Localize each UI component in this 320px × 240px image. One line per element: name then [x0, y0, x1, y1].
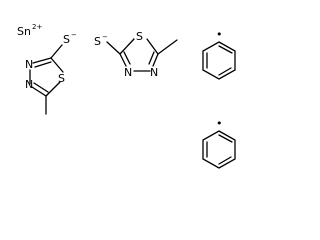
bond-n-c [31, 86, 47, 97]
tin-charge: 2+ [32, 23, 42, 31]
bond-c-s-ring [50, 57, 64, 73]
bond-c-n-double [123, 51, 131, 65]
bond-c-n [32, 57, 52, 64]
bond-c-n-double [34, 61, 52, 68]
n-1-symbol: N [25, 58, 33, 71]
bond-n-c [152, 53, 159, 67]
radical-dot: • [216, 28, 223, 41]
bond-s-c [106, 41, 121, 55]
thiolate-s-charge: − [102, 33, 108, 41]
bond-c-n [119, 53, 127, 67]
bond-n-c-double [148, 51, 155, 65]
phenyl-radical-bottom: • [202, 117, 236, 169]
molecule-diagram: Sn 2+ S − S N N S − S N N [17, 23, 236, 169]
thiolate-s-symbol: S [94, 35, 101, 48]
double-bond-1 [218, 134, 233, 143]
right-thiadiazole: S − S N N [94, 30, 178, 79]
double-bond-2 [218, 67, 232, 76]
bond-c-s-ring-2 [45, 81, 61, 97]
benzene-ring [202, 130, 236, 169]
bond-methyl [157, 39, 178, 55]
n-2-symbol: N [150, 66, 158, 79]
tin-cation: Sn 2+ [17, 23, 42, 38]
benzene-ring [202, 41, 236, 80]
bond-c-s-thiolate [50, 44, 63, 59]
n-1-symbol: N [124, 66, 132, 79]
bond-c-s-ring [119, 38, 135, 55]
ring-s-symbol: S [58, 72, 65, 85]
left-thiadiazole: S − S N N [25, 31, 77, 115]
structure-drawing: Sn 2+ S − S N N S − S N N [17, 23, 236, 169]
phenyl-radical-top: • [202, 28, 236, 80]
ring-s-symbol: S [136, 30, 143, 43]
thiolate-s-symbol: S [63, 33, 70, 46]
bond-n-c-double [33, 82, 49, 93]
tin-symbol: Sn [17, 25, 31, 38]
double-bond-1 [218, 45, 233, 54]
thiolate-s-charge: − [71, 31, 77, 39]
n-2-symbol: N [25, 78, 33, 91]
double-bond-2 [218, 156, 232, 165]
radical-dot: • [216, 117, 223, 130]
bond-c-s-ring-2 [146, 38, 159, 55]
